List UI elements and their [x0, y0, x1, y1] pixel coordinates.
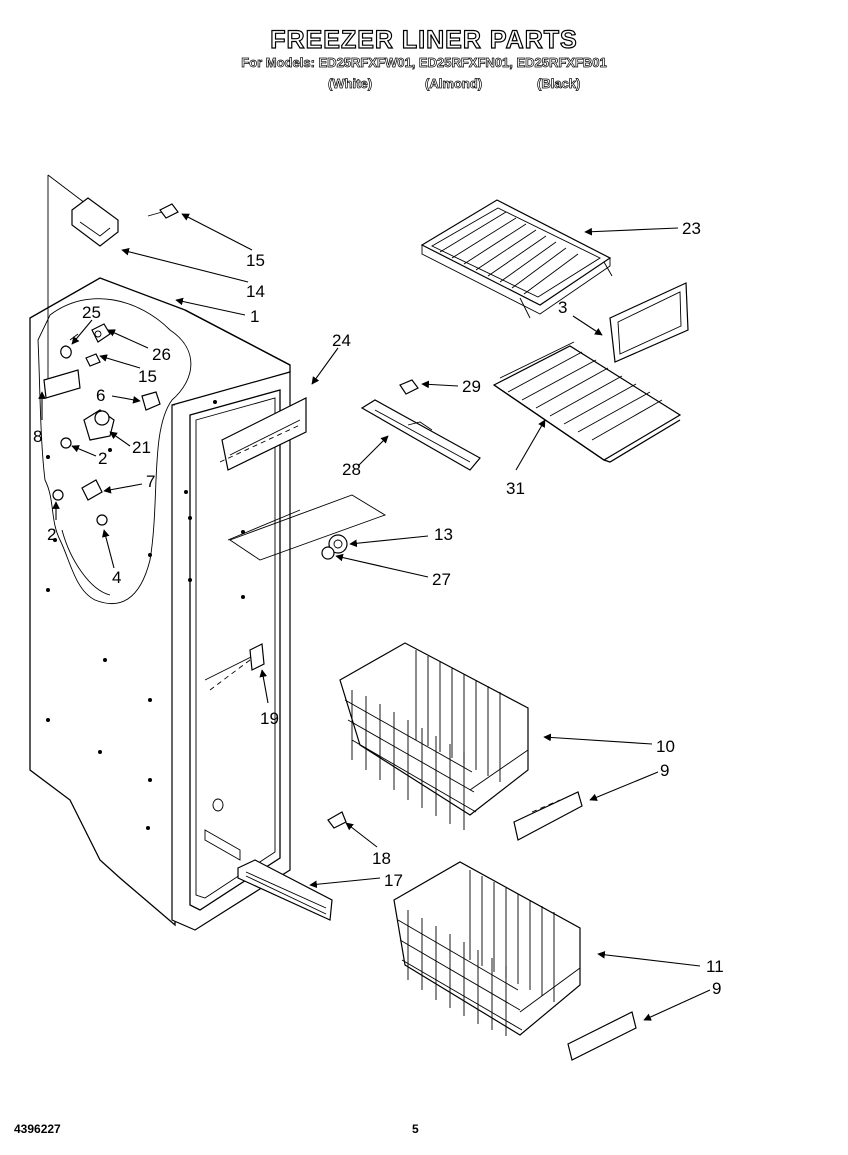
- rail-part-28: [360, 379, 481, 471]
- color-white: (White): [328, 76, 373, 92]
- trim-part-9-upper: [513, 791, 583, 841]
- callout-1: 1: [250, 307, 259, 326]
- callout-2-lower: 2: [47, 525, 56, 544]
- callout-6: 6: [96, 386, 105, 405]
- frame-part-3: [609, 282, 689, 363]
- callout-26: 26: [152, 345, 171, 364]
- part-24-strip: [221, 397, 307, 471]
- document-number: 4396227: [14, 1122, 61, 1136]
- callout-28: 28: [342, 460, 361, 479]
- freezer-liner: [29, 174, 301, 931]
- bracket-part-14: [71, 197, 179, 247]
- callout-7: 7: [146, 472, 155, 491]
- callout-18: 18: [372, 849, 391, 868]
- callout-15-lower: 15: [138, 367, 157, 386]
- callout-2: 2: [98, 449, 107, 468]
- callout-23: 23: [682, 219, 701, 238]
- callout-31: 31: [506, 479, 525, 498]
- shelf-part-23: [420, 199, 613, 319]
- page-number: 5: [412, 1122, 419, 1136]
- callout-labels: 23 15 14 1 25 26 15 24 3 29 6 8 21 2 28 …: [33, 219, 724, 998]
- trim-part-9-lower: [567, 1011, 637, 1061]
- callout-4: 4: [112, 568, 121, 587]
- callout-3: 3: [558, 298, 567, 317]
- page-title: FREEZER LINER PARTS: [270, 25, 578, 54]
- callout-9: 9: [660, 761, 669, 780]
- leader-lines: [38, 213, 711, 1021]
- bracket-part-13: [229, 494, 387, 561]
- callout-8: 8: [33, 427, 42, 446]
- grille-part-17: [237, 859, 333, 921]
- basket-part-10: [339, 642, 529, 830]
- callout-25: 25: [82, 303, 101, 322]
- callout-17: 17: [384, 871, 403, 890]
- model-list: For Models: ED25RFXFW01, ED25RFXFN01, ED…: [241, 55, 607, 71]
- callout-9-lower: 9: [712, 979, 721, 998]
- screw-part-18: [327, 811, 347, 829]
- callout-21: 21: [132, 438, 151, 457]
- callout-10: 10: [656, 737, 675, 756]
- callout-27: 27: [432, 570, 451, 589]
- callout-13: 13: [434, 525, 453, 544]
- callout-19: 19: [260, 709, 279, 728]
- basket-part-11: [393, 861, 581, 1036]
- control-components: [43, 323, 265, 671]
- callout-24: 24: [332, 331, 351, 350]
- color-black: (Black): [537, 76, 581, 92]
- callout-14: 14: [246, 282, 265, 301]
- callout-11: 11: [706, 957, 724, 976]
- callout-15: 15: [246, 251, 265, 270]
- callout-29: 29: [462, 377, 481, 396]
- wire-shelf-part-31: [492, 341, 682, 463]
- color-almond: (Almond): [425, 76, 483, 92]
